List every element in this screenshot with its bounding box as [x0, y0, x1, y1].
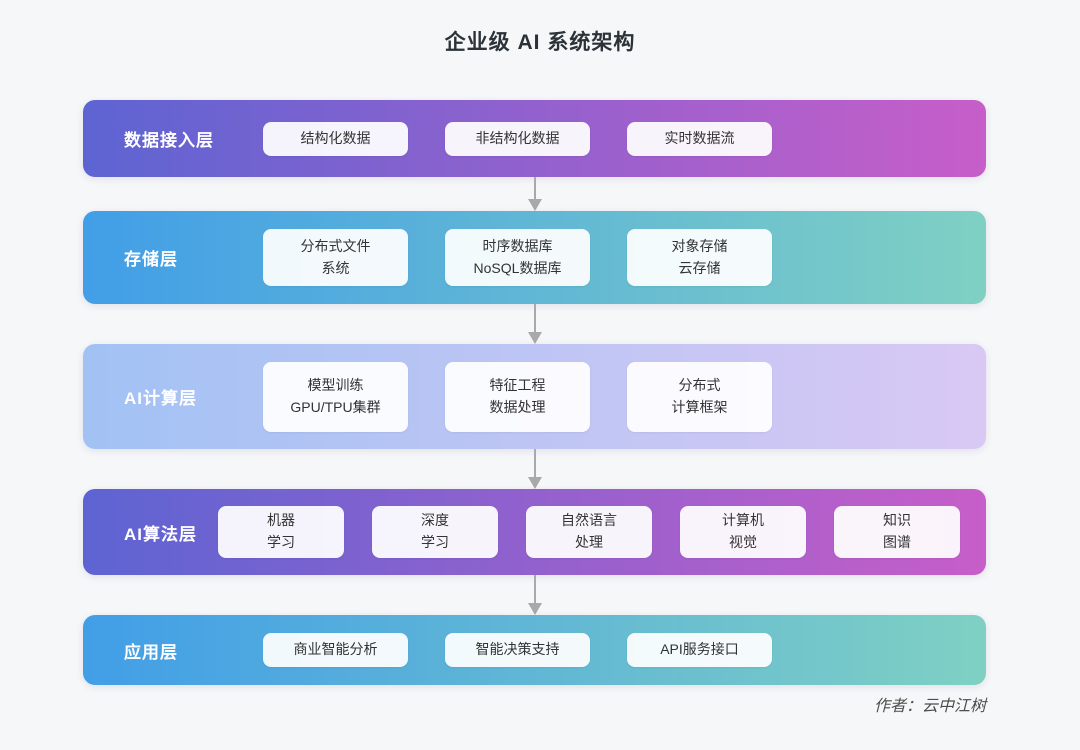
arrow-head — [527, 199, 542, 211]
node-box: 实时数据流 — [627, 121, 772, 156]
layer-label-ai-algorithm: AI算法层 — [124, 524, 197, 544]
node-box-line: 时序数据库 — [482, 237, 553, 254]
node-box-line: 学习 — [421, 534, 449, 550]
node-box-line: 深度 — [421, 512, 449, 529]
node-box-line: GPU/TPU集群 — [290, 398, 381, 415]
node-box-line: 特征工程 — [489, 376, 546, 393]
node-box: 智能决策支持 — [445, 633, 590, 667]
node-box-line: 分布式文件 — [300, 237, 371, 254]
arrow-stem — [533, 177, 536, 199]
author-credit: 作者：云中江树 — [873, 698, 986, 715]
arrow-head — [527, 477, 542, 489]
node-box: 结构化数据 — [263, 121, 408, 156]
layer-ai-algorithm: AI算法层机器学习深度学习自然语言处理计算机视觉知识图谱 — [83, 489, 986, 575]
node-box: 机器学习 — [218, 506, 344, 558]
node-box-line: 系统 — [321, 259, 350, 276]
node-box: 非结构化数据 — [445, 121, 590, 156]
node-box: 深度学习 — [372, 506, 498, 558]
node-box-line: 商业智能分析 — [293, 641, 378, 658]
node-box-line: 对象存储 — [671, 237, 728, 254]
down-arrow-icon — [83, 449, 986, 489]
node-box-line: 知识 — [883, 512, 911, 529]
node-box-line: 智能决策支持 — [475, 641, 560, 658]
node-box-line: 计算机 — [722, 512, 764, 529]
arrow-stem — [533, 449, 536, 477]
node-box-line: 非结构化数据 — [475, 129, 560, 146]
node-box: 商业智能分析 — [263, 633, 408, 667]
architecture-diagram: 数据接入层 结构化数据 非结构化数据 实时数据流存储层 分布式文件系统 时序数据库 NoSQ… — [83, 100, 986, 685]
node-box: 知识图谱 — [834, 506, 960, 558]
node-box-line: 学习 — [267, 534, 295, 550]
layer-boxes-storage: 分布式文件系统 时序数据库 NoSQL数据库 对象存储云存储 — [263, 229, 772, 286]
node-box-line: 视觉 — [729, 534, 757, 550]
layer-label-data-access: 数据接入层 — [124, 131, 214, 150]
node-box-line: 处理 — [575, 534, 603, 550]
arrow-stem — [533, 575, 536, 603]
node-box: 自然语言处理 — [526, 506, 652, 558]
node-box: 模型训练 GPU/TPU集群 — [263, 361, 408, 432]
node-box-line: 分布式 — [678, 376, 721, 393]
node-box: 对象存储云存储 — [627, 229, 772, 286]
node-box: 时序数据库 NoSQL数据库 — [445, 229, 590, 286]
node-box-line: 模型训练 — [307, 376, 364, 393]
arrow-stem — [533, 304, 536, 332]
layer-label-application: 应用层 — [124, 642, 178, 662]
node-box-line: 机器 — [267, 512, 295, 529]
node-box: 分布式文件系统 — [263, 229, 408, 286]
layer-boxes-data-access: 结构化数据 非结构化数据 实时数据流 — [263, 121, 772, 156]
node-box-line: 结构化数据 — [300, 129, 371, 146]
node-box-line: 自然语言 — [561, 512, 617, 529]
layer-boxes-ai-algorithm: 机器学习深度学习自然语言处理计算机视觉知识图谱 — [218, 506, 960, 558]
node-box-line: 计算框架 — [671, 398, 728, 415]
down-arrow-icon — [83, 304, 986, 344]
layer-application: 应用层 商业智能分析 智能决策支持 API服务接口 — [83, 615, 986, 685]
node-box: API服务接口 — [627, 633, 772, 667]
node-box-line: 数据处理 — [489, 398, 546, 415]
arrow-head — [527, 603, 542, 615]
node-box: 分布式计算框架 — [627, 361, 772, 432]
node-box-line: NoSQL数据库 — [473, 259, 562, 276]
layer-data-access: 数据接入层 结构化数据 非结构化数据 实时数据流 — [83, 100, 986, 177]
down-arrow-icon — [83, 177, 986, 211]
down-arrow-icon — [83, 575, 986, 615]
layer-label-ai-compute: AI计算层 — [124, 389, 197, 408]
node-box: 计算机视觉 — [680, 506, 806, 558]
node-box: 特征工程数据处理 — [445, 361, 590, 432]
node-box-line: API服务接口 — [660, 641, 739, 658]
page-title: 企业级 AI 系统架构 — [444, 31, 636, 54]
arrow-head — [527, 332, 542, 344]
node-box-line: 实时数据流 — [664, 129, 735, 146]
layer-boxes-application: 商业智能分析 智能决策支持 API服务接口 — [263, 633, 772, 667]
layer-storage: 存储层 分布式文件系统 时序数据库 NoSQL数据库 对象存储云存储 — [83, 211, 986, 304]
layer-label-storage: 存储层 — [124, 250, 178, 269]
node-box-line: 云存储 — [678, 259, 721, 276]
node-box-line: 图谱 — [883, 534, 911, 550]
